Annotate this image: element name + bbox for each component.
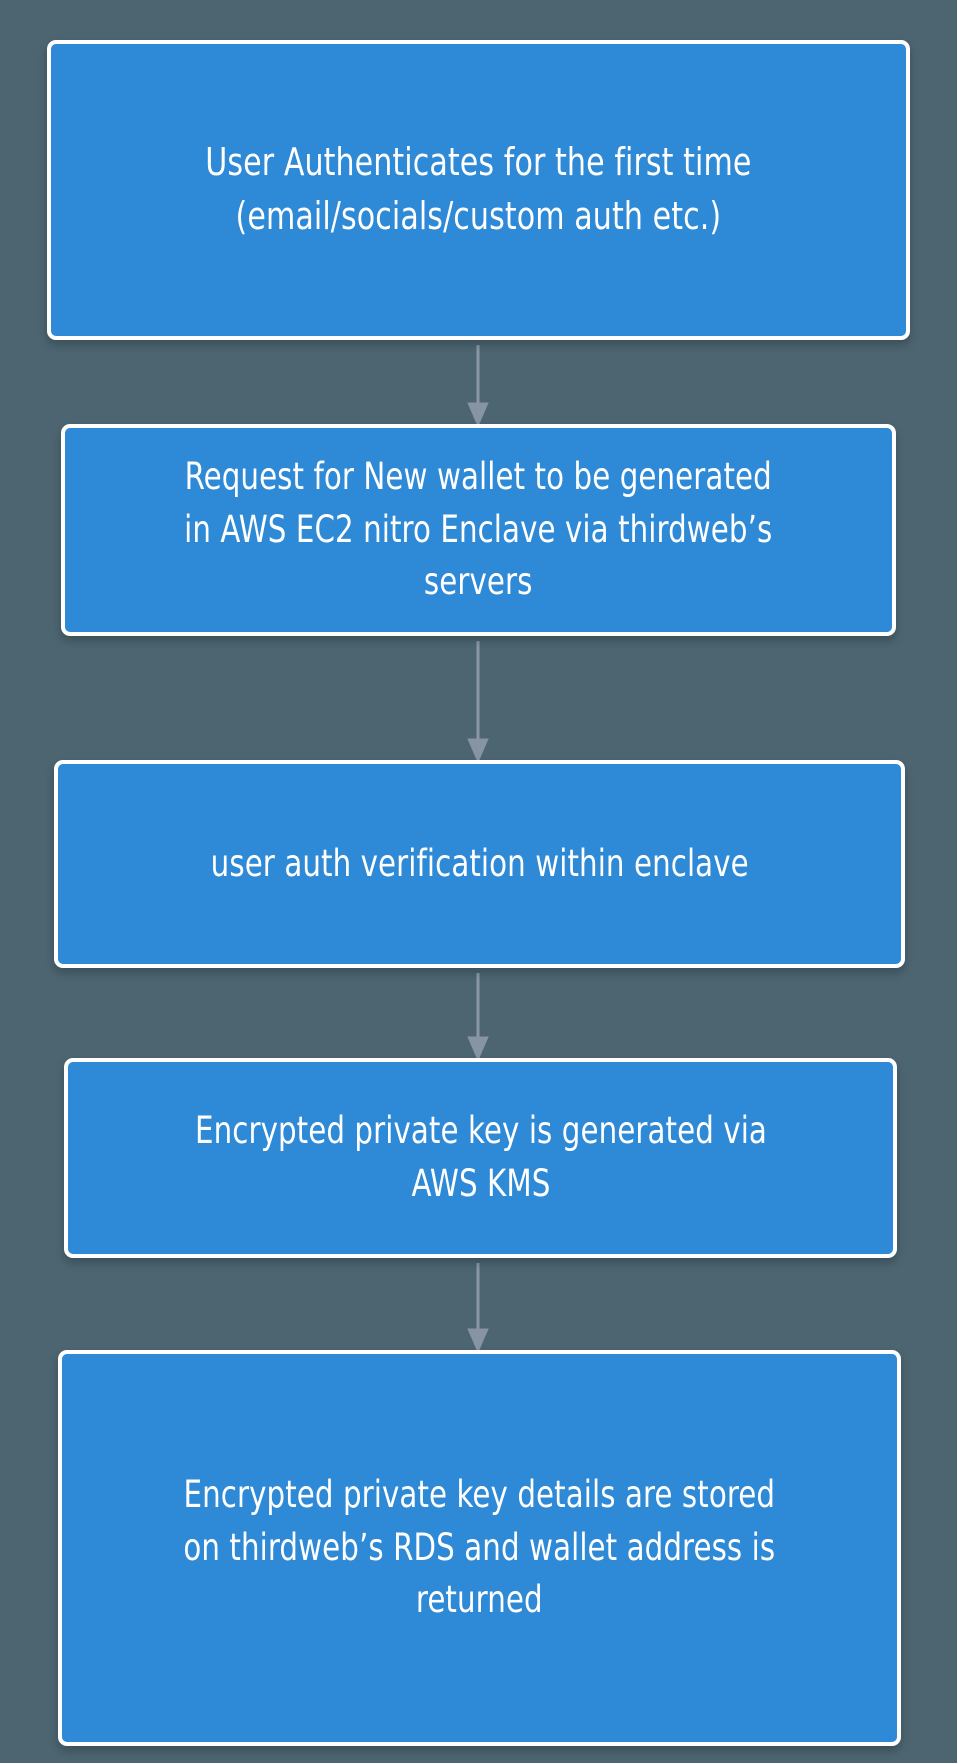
- flow-node-user-auth-verification[interactable]: user auth verification within enclave: [54, 760, 905, 968]
- flow-node-label: Encrypted private key details are stored…: [183, 1473, 776, 1622]
- flow-node-key-details-stored[interactable]: Encrypted private key details are stored…: [58, 1350, 901, 1746]
- flow-node-label: User Authenticates for the first time (e…: [205, 140, 752, 238]
- flow-node-label: Encrypted private key is generated via A…: [194, 1109, 767, 1205]
- flow-node-request-new-wallet[interactable]: Request for New wallet to be generated i…: [61, 424, 896, 636]
- flow-node-label: user auth verification within enclave: [210, 841, 749, 885]
- flow-node-label: Request for New wallet to be generated i…: [184, 455, 773, 604]
- flow-node-encrypted-key-generated[interactable]: Encrypted private key is generated via A…: [64, 1058, 897, 1258]
- flow-node-user-authenticates[interactable]: User Authenticates for the first time (e…: [47, 40, 910, 340]
